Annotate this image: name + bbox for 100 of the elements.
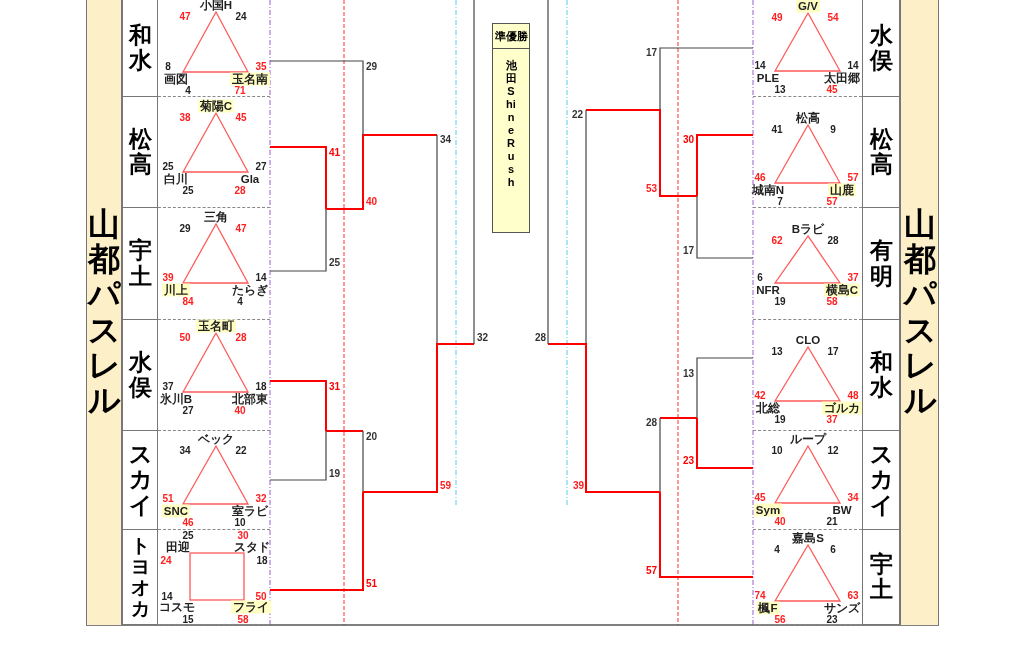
group-name: 水俣 — [869, 22, 893, 74]
score: 18 — [255, 380, 267, 392]
score: 30 — [237, 529, 249, 541]
score: 14 — [161, 590, 173, 602]
score: 4 — [774, 543, 780, 555]
score-label: 20 — [366, 431, 378, 442]
group-cell — [158, 530, 270, 625]
score: 14 — [847, 59, 859, 71]
score: 27 — [182, 404, 194, 416]
score: 40 — [234, 404, 246, 416]
group-name-box — [122, 0, 158, 97]
score: 25 — [182, 529, 194, 541]
score: 13 — [774, 83, 786, 95]
edge-label: 30 — [682, 134, 694, 145]
score: 28 — [827, 234, 839, 246]
score: 21 — [826, 515, 838, 527]
score: 58 — [826, 295, 838, 307]
score: 25 — [162, 160, 174, 172]
team-name: 白川 — [162, 172, 190, 186]
group-name-box — [862, 530, 900, 625]
team-name: 氷川B — [157, 392, 195, 406]
box-heading: 準優勝 — [494, 28, 528, 44]
score: 62 — [771, 234, 783, 246]
bracket-line — [269, 380, 327, 432]
team-name: 横島C — [823, 283, 861, 297]
score: 6 — [757, 271, 763, 283]
edge-label: 19 — [329, 468, 341, 479]
score: 24 — [160, 554, 172, 566]
edge-label: 25 — [329, 257, 341, 268]
score: 45 — [235, 111, 247, 123]
score: 48 — [847, 389, 859, 401]
team-band — [900, 0, 939, 625]
score: 49 — [771, 11, 783, 23]
score-label: 32 — [477, 332, 489, 343]
team-band — [86, 0, 122, 625]
score: 15 — [182, 613, 194, 625]
score: 14 — [255, 271, 267, 283]
group-name-box — [122, 431, 158, 530]
score: 42 — [754, 389, 766, 401]
team-name: 太田郷 — [822, 71, 862, 85]
team-name: ゴルカ — [822, 401, 862, 415]
score: 84 — [182, 295, 194, 307]
team-name: ベック — [196, 432, 236, 446]
group-name: 有明 — [869, 238, 893, 289]
score: 54 — [827, 11, 839, 23]
team-name: 城南N — [749, 183, 787, 197]
score-label: 40 — [366, 196, 378, 207]
group-name-box — [122, 97, 158, 208]
score: 71 — [234, 84, 246, 96]
team-name: PLE — [754, 71, 782, 85]
score: 7 — [777, 195, 783, 207]
score: 18 — [256, 554, 268, 566]
score: 37 — [162, 380, 174, 392]
team-name: フライ — [231, 600, 271, 614]
group-name-box — [122, 320, 158, 431]
score-label: 28 — [645, 417, 657, 428]
score: 4 — [185, 84, 191, 96]
score: 47 — [179, 10, 191, 22]
score: 46 — [754, 171, 766, 183]
score-label: 28 — [534, 332, 546, 343]
group-name: トヨオカ — [130, 534, 150, 620]
score: 58 — [237, 613, 249, 625]
score: 23 — [826, 613, 838, 625]
score: 39 — [162, 271, 174, 283]
score: 34 — [179, 444, 191, 456]
score: 37 — [826, 413, 838, 425]
score: 45 — [754, 491, 766, 503]
edge-label: 51 — [366, 578, 378, 589]
team-name: 菊陽C — [197, 99, 235, 113]
score: 74 — [754, 589, 766, 601]
group-name: 和水 — [128, 22, 152, 74]
score-label: 39 — [572, 480, 584, 491]
score: 47 — [235, 222, 247, 234]
team-name: たらぎ — [230, 283, 270, 297]
team-name: CLO — [793, 333, 823, 347]
score: 35 — [255, 60, 267, 72]
score-label: 53 — [645, 183, 657, 194]
score: 46 — [182, 516, 194, 528]
group-name-box — [862, 0, 900, 97]
score: 27 — [255, 160, 267, 172]
score: 50 — [255, 590, 267, 602]
score: 13 — [771, 345, 783, 357]
bracket-line — [269, 491, 364, 591]
team-name: 池田 ShineRush — [505, 59, 517, 189]
score: 6 — [830, 543, 836, 555]
team-name: 山鹿 — [828, 183, 856, 197]
group-name-box — [862, 320, 900, 431]
score-label: 59 — [440, 480, 452, 491]
group-name: 松高 — [869, 126, 893, 178]
score: 28 — [234, 184, 246, 196]
score: 56 — [774, 613, 786, 625]
group-name-box — [862, 431, 900, 530]
runner-up-box — [492, 23, 530, 233]
bracket-line — [269, 208, 327, 272]
team-name: 玉名南 — [230, 72, 270, 86]
score: 57 — [847, 171, 859, 183]
edge-label: 41 — [329, 147, 341, 158]
score: 8 — [165, 60, 171, 72]
group-name-box — [862, 208, 900, 320]
edge-label: 23 — [682, 455, 694, 466]
